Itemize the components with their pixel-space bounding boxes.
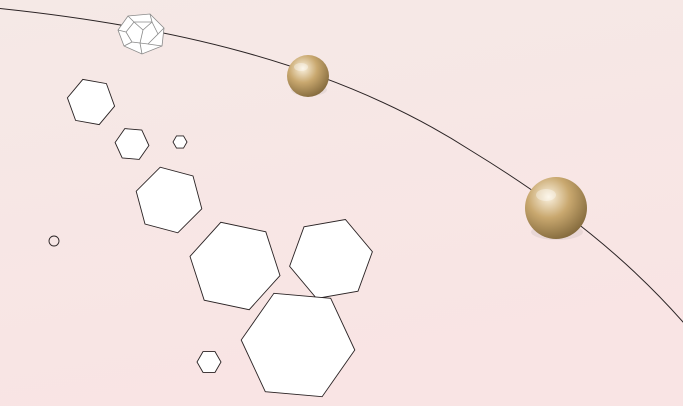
faceted-gem-icon — [117, 13, 165, 55]
hexagon-icon — [289, 219, 373, 299]
hexagon-icon — [189, 221, 281, 311]
hexagon-icon — [135, 166, 203, 234]
hexagon-icon — [114, 128, 150, 160]
circle-icon — [48, 235, 60, 247]
hexagon-icon — [66, 78, 116, 126]
hexagon-icon — [172, 135, 188, 149]
hexagon-icon — [240, 292, 356, 398]
pearl-small-icon — [287, 55, 329, 97]
hexagon-icon — [196, 351, 222, 373]
pearl-large-icon — [525, 177, 587, 240]
